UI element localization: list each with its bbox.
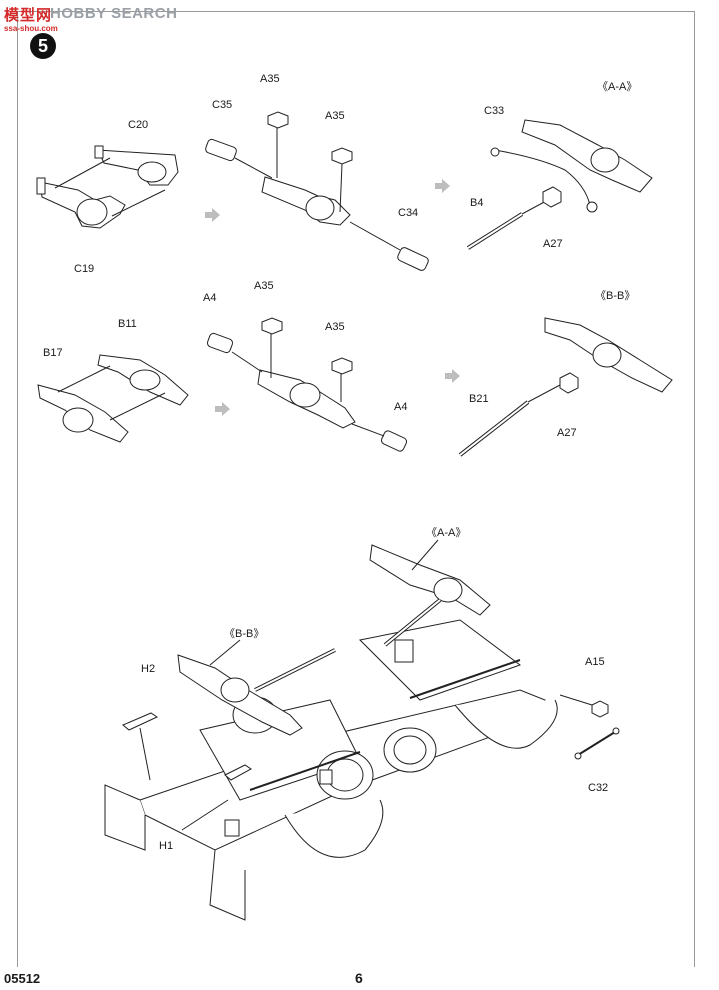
part-c35 <box>205 138 273 179</box>
part-label: B21 <box>469 393 489 405</box>
part-label: H2 <box>141 663 156 675</box>
part-label: A35 <box>260 73 280 85</box>
part-a4-left <box>206 332 263 373</box>
step-arrow-icon <box>215 402 230 416</box>
part-a35-top <box>267 111 289 178</box>
part-label: A35 <box>254 280 274 292</box>
watermark-logo-cn: 模型网 <box>4 7 53 24</box>
part-a35-row2-right <box>331 357 353 402</box>
step-arrow-icon <box>435 179 450 193</box>
part-label: A4 <box>203 292 217 304</box>
step-arrow-icon <box>205 208 220 222</box>
part-label: B17 <box>43 347 63 359</box>
part-a4-right <box>351 423 408 452</box>
step-number-badge: 5 <box>30 33 56 59</box>
step-arrow-icon <box>445 369 460 383</box>
part-h1-callout <box>181 764 252 831</box>
part-a35-row2-left <box>261 317 283 378</box>
part-label: B11 <box>118 318 137 330</box>
part-a15 <box>559 694 609 718</box>
part-label: C19 <box>74 263 95 275</box>
part-label: A35 <box>325 321 345 333</box>
part-label: C34 <box>398 207 419 219</box>
part-a35-right <box>331 147 353 213</box>
section-label-bb: 《B-B》 <box>595 290 636 302</box>
axle-housing-c19 <box>36 177 126 229</box>
part-c34 <box>349 221 429 271</box>
part-label: C20 <box>128 119 149 131</box>
axle-detail-bb <box>544 317 673 393</box>
part-b21 <box>458 384 561 457</box>
axle-housing-b11 <box>97 354 189 406</box>
watermark-url: ssa-shou.com <box>4 24 58 33</box>
part-label: C33 <box>484 105 505 117</box>
axle-housing-c20 <box>94 145 179 186</box>
product-code: 05512 <box>4 971 41 986</box>
part-label: A27 <box>557 427 577 439</box>
part-label: C35 <box>212 99 233 111</box>
part-label: A4 <box>394 401 408 413</box>
part-h2 <box>122 712 159 781</box>
part-label: H1 <box>159 840 174 852</box>
page-number: 6 <box>355 970 363 986</box>
watermark-logo-en: HOBBY SEARCH <box>50 5 178 22</box>
page-frame <box>17 11 695 967</box>
part-label: C32 <box>588 782 609 794</box>
rear-axle-assembly <box>257 369 356 429</box>
part-label: A15 <box>585 656 605 668</box>
part-a27-top <box>542 186 562 208</box>
axle-detail-aa <box>490 119 653 213</box>
part-a27-bottom <box>559 372 579 394</box>
front-axle-assembly <box>261 176 351 226</box>
section-label-aa-final: 《A-A》 <box>426 527 467 539</box>
section-label-aa: 《A-A》 <box>597 81 638 93</box>
part-c32 <box>574 727 620 760</box>
chassis-assembly <box>104 544 558 921</box>
part-label: A27 <box>543 238 563 250</box>
part-label: A35 <box>325 110 345 122</box>
axle-housing-b17 <box>37 384 129 443</box>
section-label-bb-final: 《B-B》 <box>224 628 265 640</box>
part-label: B4 <box>470 197 484 209</box>
